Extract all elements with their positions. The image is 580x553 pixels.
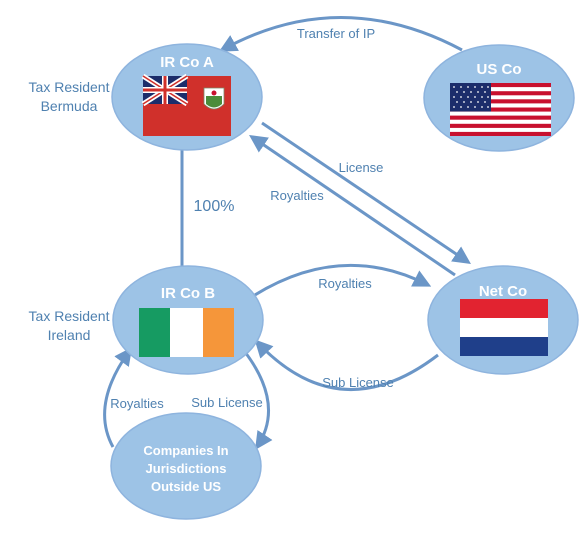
royalties-b-net-label: Royalties (318, 276, 372, 291)
royalties-b-to-net-arrow (249, 263, 432, 300)
ownership-label: 100% (194, 198, 235, 215)
companies-circle (110, 412, 262, 520)
us-flag-icon (450, 83, 551, 136)
transfer-of-ip-arrow (218, 16, 463, 52)
sub-license-net-b-label: Sub License (322, 375, 394, 390)
companies-title-line2: Jurisdictions (146, 461, 227, 476)
ireland-flag-icon (139, 308, 234, 357)
ir-co-a-title: IR Co A (160, 54, 214, 71)
ir-co-a-residence-line1: Tax Resident (29, 79, 110, 95)
companies-title-line1: Companies In (143, 443, 228, 458)
transfer-of-ip-label: Transfer of IP (297, 26, 375, 41)
sub-license-b-companies-label: Sub License (191, 395, 263, 410)
ir-co-b-residence-line1: Tax Resident (29, 308, 110, 324)
royalties-a-arrow (249, 134, 456, 277)
sub-license-b-to-companies-arrow (243, 351, 273, 450)
ir-co-b-title: IR Co B (161, 285, 215, 302)
netherlands-flag-icon (460, 299, 548, 356)
license-label: License (339, 160, 384, 175)
ir-co-a-residence-line2: Bermuda (41, 98, 98, 114)
us-co-title: US Co (477, 61, 522, 78)
net-co-title: Net Co (479, 283, 527, 300)
license-arrow (261, 121, 471, 265)
edges (103, 16, 471, 450)
ir-co-b-residence-line2: Ireland (48, 327, 91, 343)
royalties-companies-b-label: Royalties (110, 396, 164, 411)
sub-license-net-to-b-arrow (254, 339, 439, 392)
companies-title-line3: Outside US (151, 479, 221, 494)
bermuda-flag-icon (141, 73, 231, 136)
royalties-a-label: Royalties (270, 188, 324, 203)
royalties-companies-to-b-arrow (103, 347, 133, 448)
